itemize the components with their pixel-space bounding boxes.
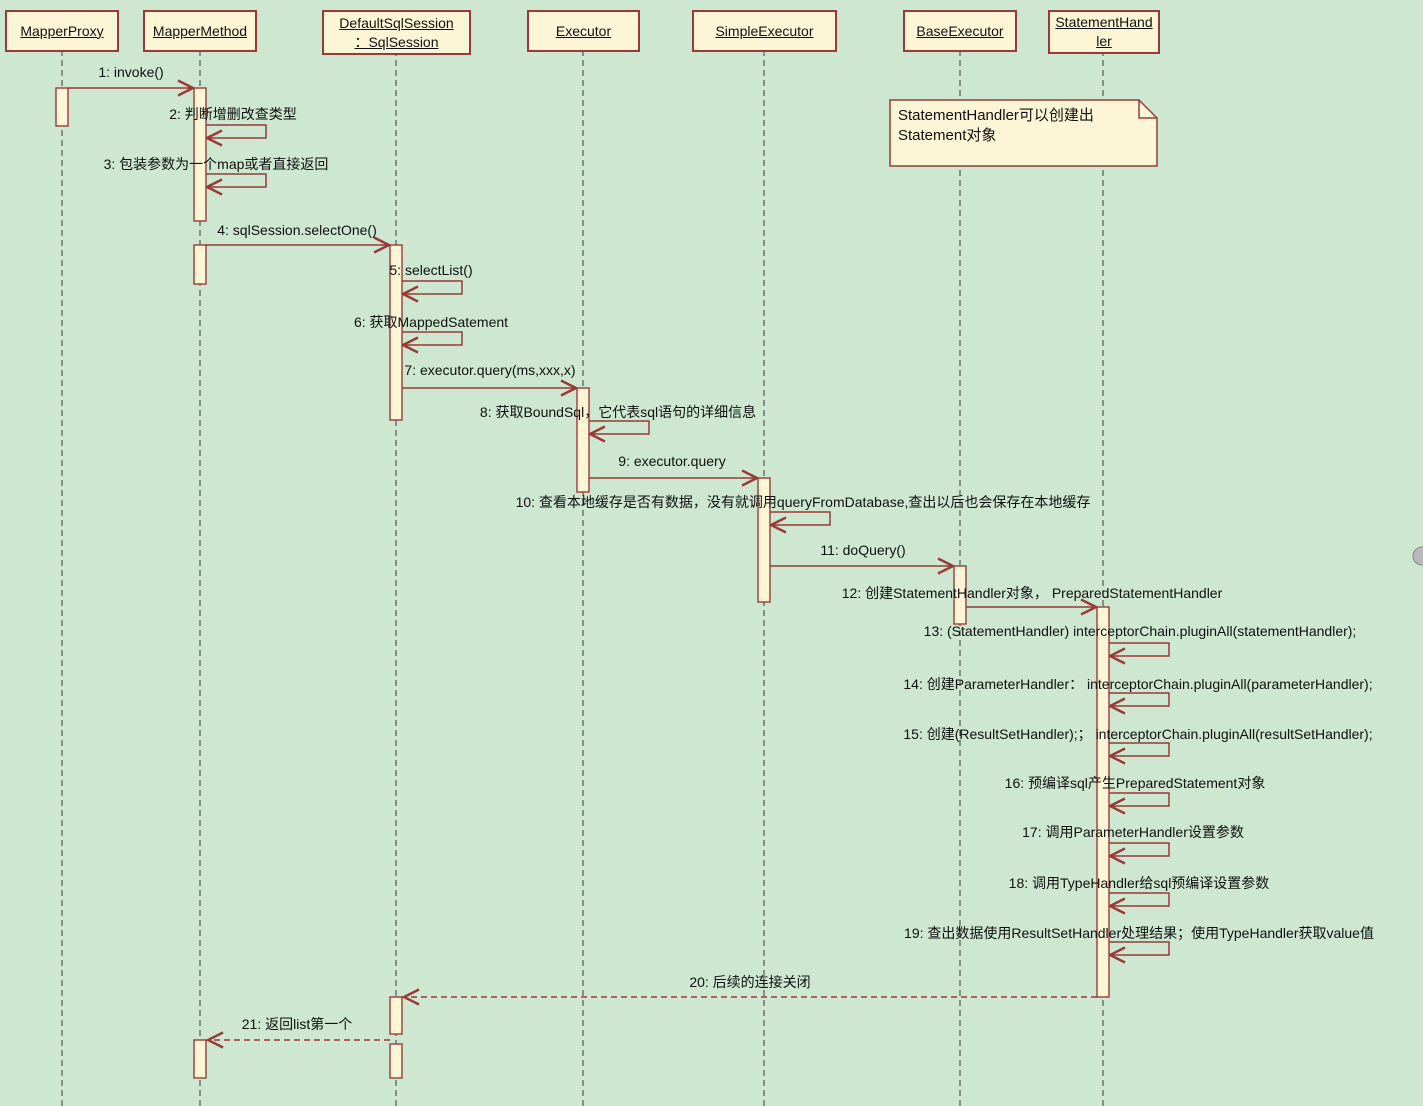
message-label-5: 5: selectList() xyxy=(389,262,473,278)
participant-label: MapperProxy xyxy=(20,22,104,39)
participant-mapperproxy: MapperProxy xyxy=(5,10,119,52)
note-fold-corner xyxy=(1138,100,1157,119)
message-label-4: 4: sqlSession.selectOne() xyxy=(217,222,377,238)
activation-mappermethod-3 xyxy=(193,1039,207,1079)
arrow-message-5 xyxy=(402,280,463,294)
message-label-7: 7: executor.query(ms,xxx,x) xyxy=(404,362,576,378)
participant-simpleexecutor: SimpleExecutor xyxy=(692,10,837,52)
activation-defaultsqlsession-3 xyxy=(389,1043,403,1079)
participant-label: DefaultSqlSession xyxy=(339,14,454,31)
message-label-11: 11: doQuery() xyxy=(820,542,906,558)
note-shape xyxy=(889,99,1158,167)
participant-label-line2: ：SqlSession xyxy=(354,33,439,50)
arrow-message-17 xyxy=(1109,842,1170,856)
participant-label: SimpleExecutor xyxy=(715,22,814,39)
message-label-14: 14: 创建ParameterHandler： interceptorChain… xyxy=(903,676,1373,692)
participant-label: StatementHand xyxy=(1055,14,1153,31)
arrow-message-2 xyxy=(206,124,267,138)
arrow-message-15 xyxy=(1109,742,1170,756)
participant-label: BaseExecutor xyxy=(916,22,1004,39)
call-arrows xyxy=(68,88,1096,607)
message-label-8: 8: 获取BoundSql，它代表sql语句的详细信息 xyxy=(479,404,757,420)
participant-label-line2: ler xyxy=(1096,33,1112,49)
message-label-10: 10: 查看本地缓存是否有数据，没有就调用queryFromDatabase,查… xyxy=(515,494,1091,510)
participant-label: MapperMethod xyxy=(152,22,248,39)
message-label-13: 13: (StatementHandler) interceptorChain.… xyxy=(923,623,1357,639)
message-label-19: 19: 查出数据使用ResultSetHandler处理结果；使用TypeHan… xyxy=(904,925,1374,941)
activation-mappermethod-1 xyxy=(193,87,207,222)
arrow-message-6 xyxy=(402,331,463,345)
note-line-1: StatementHandler可以创建出 xyxy=(898,107,1094,124)
participant-executor: Executor xyxy=(527,10,640,52)
return-arrows xyxy=(208,997,1097,1040)
arrow-message-8 xyxy=(589,420,650,434)
message-label-15: 15: 创建(ResultSetHandler);； interceptorCh… xyxy=(903,726,1373,742)
message-label-6: 6: 获取MappedSatement xyxy=(353,314,509,330)
arrow-message-3 xyxy=(206,173,267,187)
gray-dot-artifact xyxy=(1412,546,1423,566)
participant-baseexecutor: BaseExecutor xyxy=(903,10,1017,52)
activation-bars xyxy=(55,87,1110,1079)
message-label-2: 2: 判断增删改查类型 xyxy=(169,106,297,122)
message-label-9: 9: executor.query xyxy=(618,453,726,469)
message-label-18: 18: 调用TypeHandler给sql预编译设置参数 xyxy=(1008,875,1270,891)
message-label-12: 12: 创建StatementHandler对象， PreparedStatem… xyxy=(841,585,1223,601)
arrow-message-10 xyxy=(770,511,831,525)
message-label-3: 3: 包装参数为一个map或者直接返回 xyxy=(103,156,329,172)
arrow-message-13 xyxy=(1109,642,1170,656)
note-line-2: Statement对象 xyxy=(898,126,997,144)
participant-statementhandler: StatementHand ler xyxy=(1048,10,1160,54)
message-label-16: 16: 预编译sql产生PreparedStatement对象 xyxy=(1004,775,1266,791)
activation-baseexecutor xyxy=(953,565,967,625)
note-body xyxy=(889,99,1158,167)
arrow-message-19 xyxy=(1109,941,1170,955)
participant-defaultsqlsession: DefaultSqlSession ：SqlSession xyxy=(322,10,471,55)
participant-mappermethod: MapperMethod xyxy=(143,10,257,52)
activation-mapperproxy xyxy=(55,87,69,127)
activation-mappermethod-2 xyxy=(193,244,207,285)
message-label-21: 21: 返回list第一个 xyxy=(241,1016,353,1032)
self-message-arrows xyxy=(206,124,1170,955)
arrow-message-16 xyxy=(1109,792,1170,806)
activation-simpleexecutor xyxy=(757,477,771,603)
note-text: StatementHandler可以创建出 Statement对象 xyxy=(898,106,1094,145)
arrow-message-18 xyxy=(1109,892,1170,906)
message-label-17: 17: 调用ParameterHandler设置参数 xyxy=(1022,824,1244,840)
arrow-message-14 xyxy=(1109,692,1170,706)
message-label-20: 20: 后续的连接关闭 xyxy=(689,974,811,990)
lifelines xyxy=(61,30,1104,1106)
participant-label: Executor xyxy=(555,22,612,39)
activation-defaultsqlsession-2 xyxy=(389,996,403,1035)
message-label-1: 1: invoke() xyxy=(98,64,164,80)
